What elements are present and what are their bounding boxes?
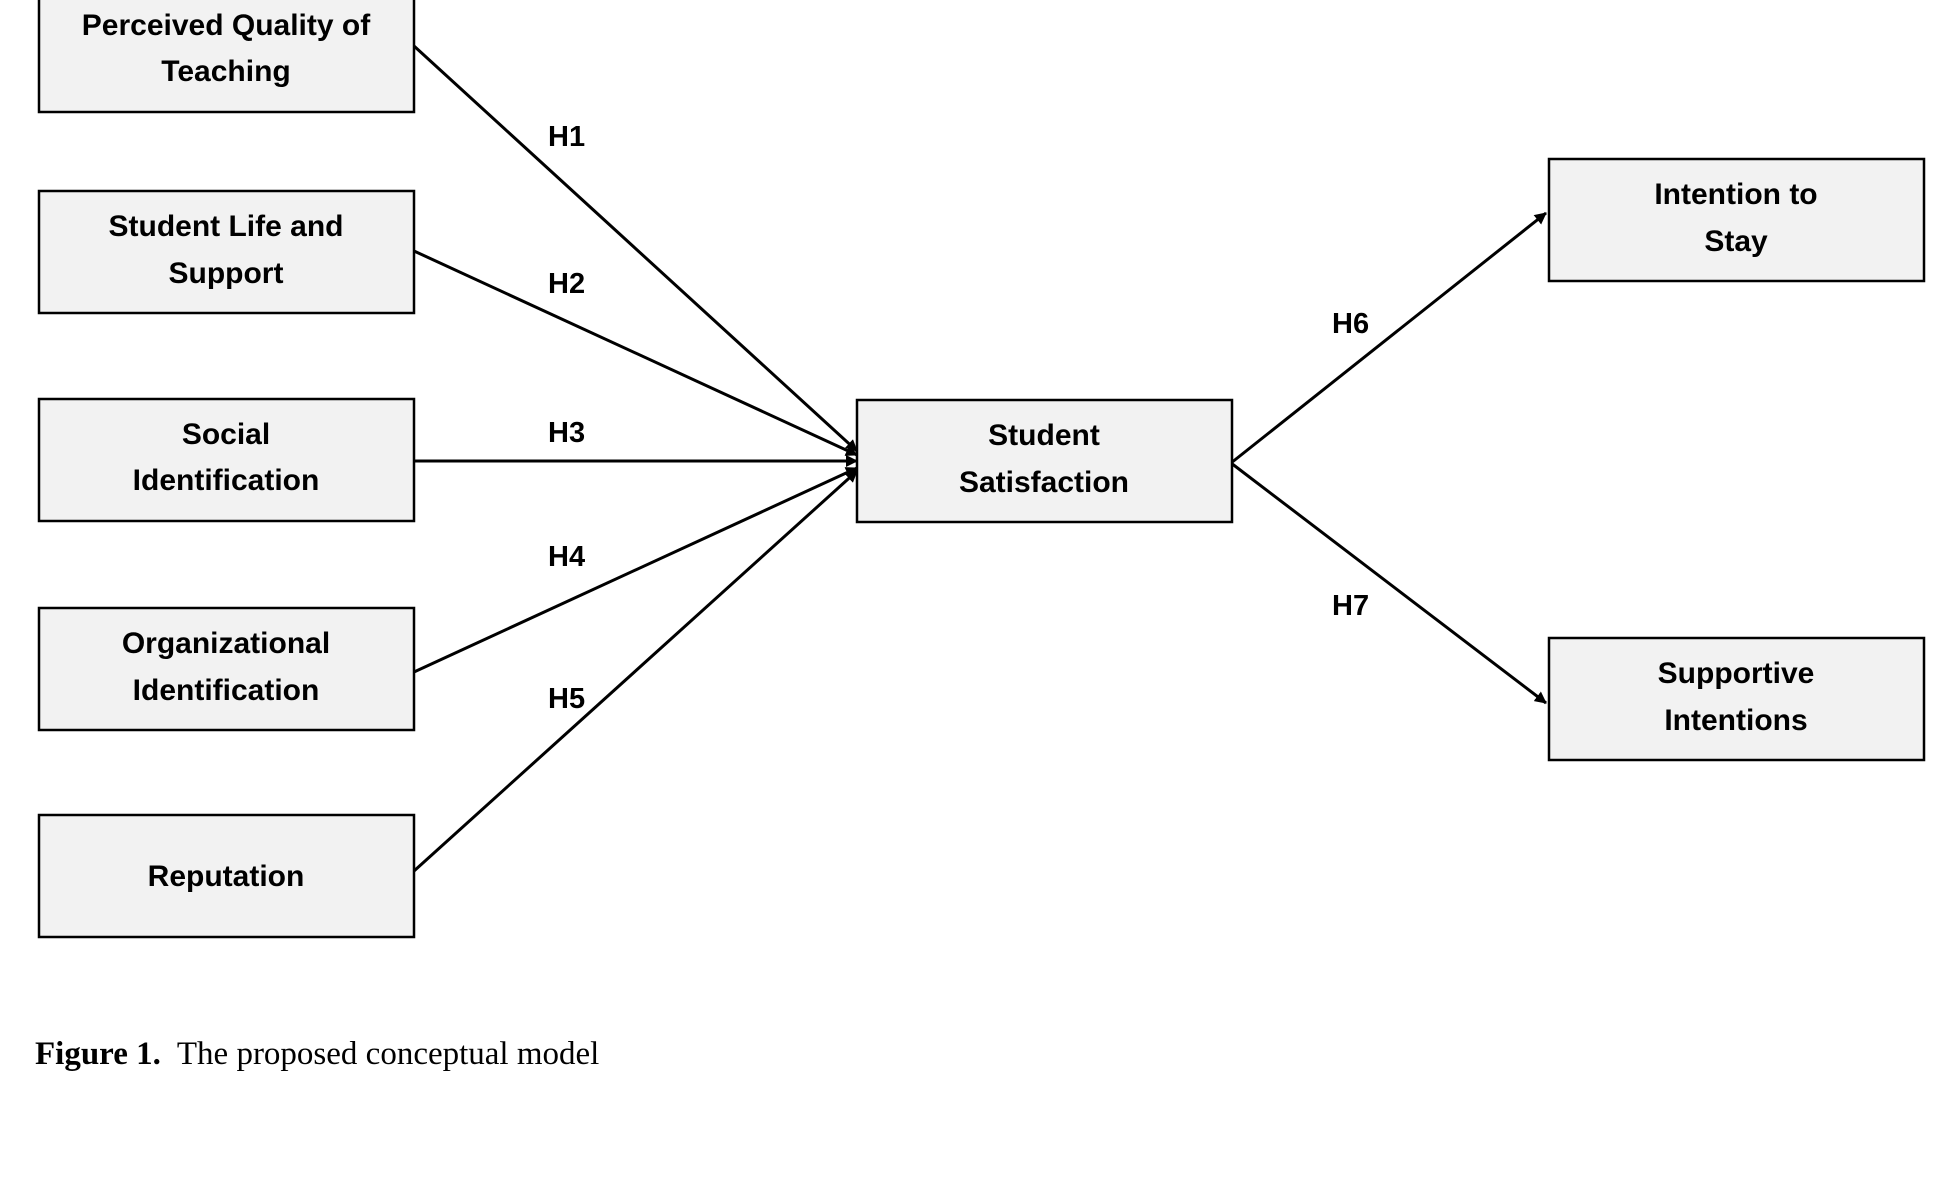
- node-label-line: Organizational: [122, 627, 330, 660]
- edge-h5-arrow: [412, 469, 859, 873]
- node-reputation: Reputation: [37, 813, 416, 939]
- figure-number: Figure 1.: [35, 1036, 161, 1072]
- hypothesis-label-h7: H7: [1332, 590, 1369, 622]
- node-label-line: Stay: [1704, 225, 1768, 258]
- edge-h6-arrow: [1230, 211, 1547, 465]
- edge-h1-arrow: [412, 44, 859, 453]
- node-label-line: Teaching: [161, 55, 290, 88]
- hypothesis-label-h5: H5: [548, 683, 585, 715]
- node-label-line: Identification: [133, 464, 320, 497]
- edge-h2-arrow: [413, 249, 858, 457]
- node-supportive-intentions: Supportive Intentions: [1547, 636, 1926, 762]
- node-label-line: Satisfaction: [959, 466, 1129, 499]
- edge-h4-arrow: [413, 466, 858, 674]
- figure-caption-text: The proposed conceptual model: [176, 1036, 600, 1072]
- node-label-line: Intentions: [1664, 704, 1807, 737]
- hypothesis-label-h6: H6: [1332, 308, 1369, 340]
- node-label-line: Reputation: [148, 860, 305, 893]
- node-intention-to-stay: Intention to Stay: [1547, 157, 1926, 283]
- node-label-line: Supportive: [1658, 657, 1815, 690]
- node-label-line: Identification: [133, 674, 320, 707]
- edge-h7-arrow: [1230, 461, 1547, 705]
- node-label-line: Social: [182, 418, 270, 451]
- node-student-satisfaction: Student Satisfaction: [855, 398, 1234, 524]
- node-student-life-and-support: Student Life and Support: [37, 189, 416, 315]
- hypothesis-label-h1: H1: [548, 121, 585, 153]
- hypothesis-label-h4: H4: [548, 541, 585, 573]
- node-label-line: Student: [988, 419, 1100, 452]
- hypothesis-label-h3: H3: [548, 417, 585, 449]
- node-label-line: Support: [169, 257, 284, 290]
- node-label-line: Student Life and: [109, 210, 344, 243]
- hypothesis-label-h2: H2: [548, 268, 585, 300]
- node-label-line: Intention to: [1654, 178, 1817, 211]
- node-perceived-quality-of-teaching: Perceived Quality of Teaching: [37, 0, 416, 114]
- node-social-identification: Social Identification: [37, 397, 416, 523]
- figure-caption: Figure 1. The proposed conceptual model: [35, 1036, 599, 1073]
- node-label-line: Perceived Quality of: [82, 9, 371, 42]
- node-organizational-identification: Organizational Identification: [37, 606, 416, 732]
